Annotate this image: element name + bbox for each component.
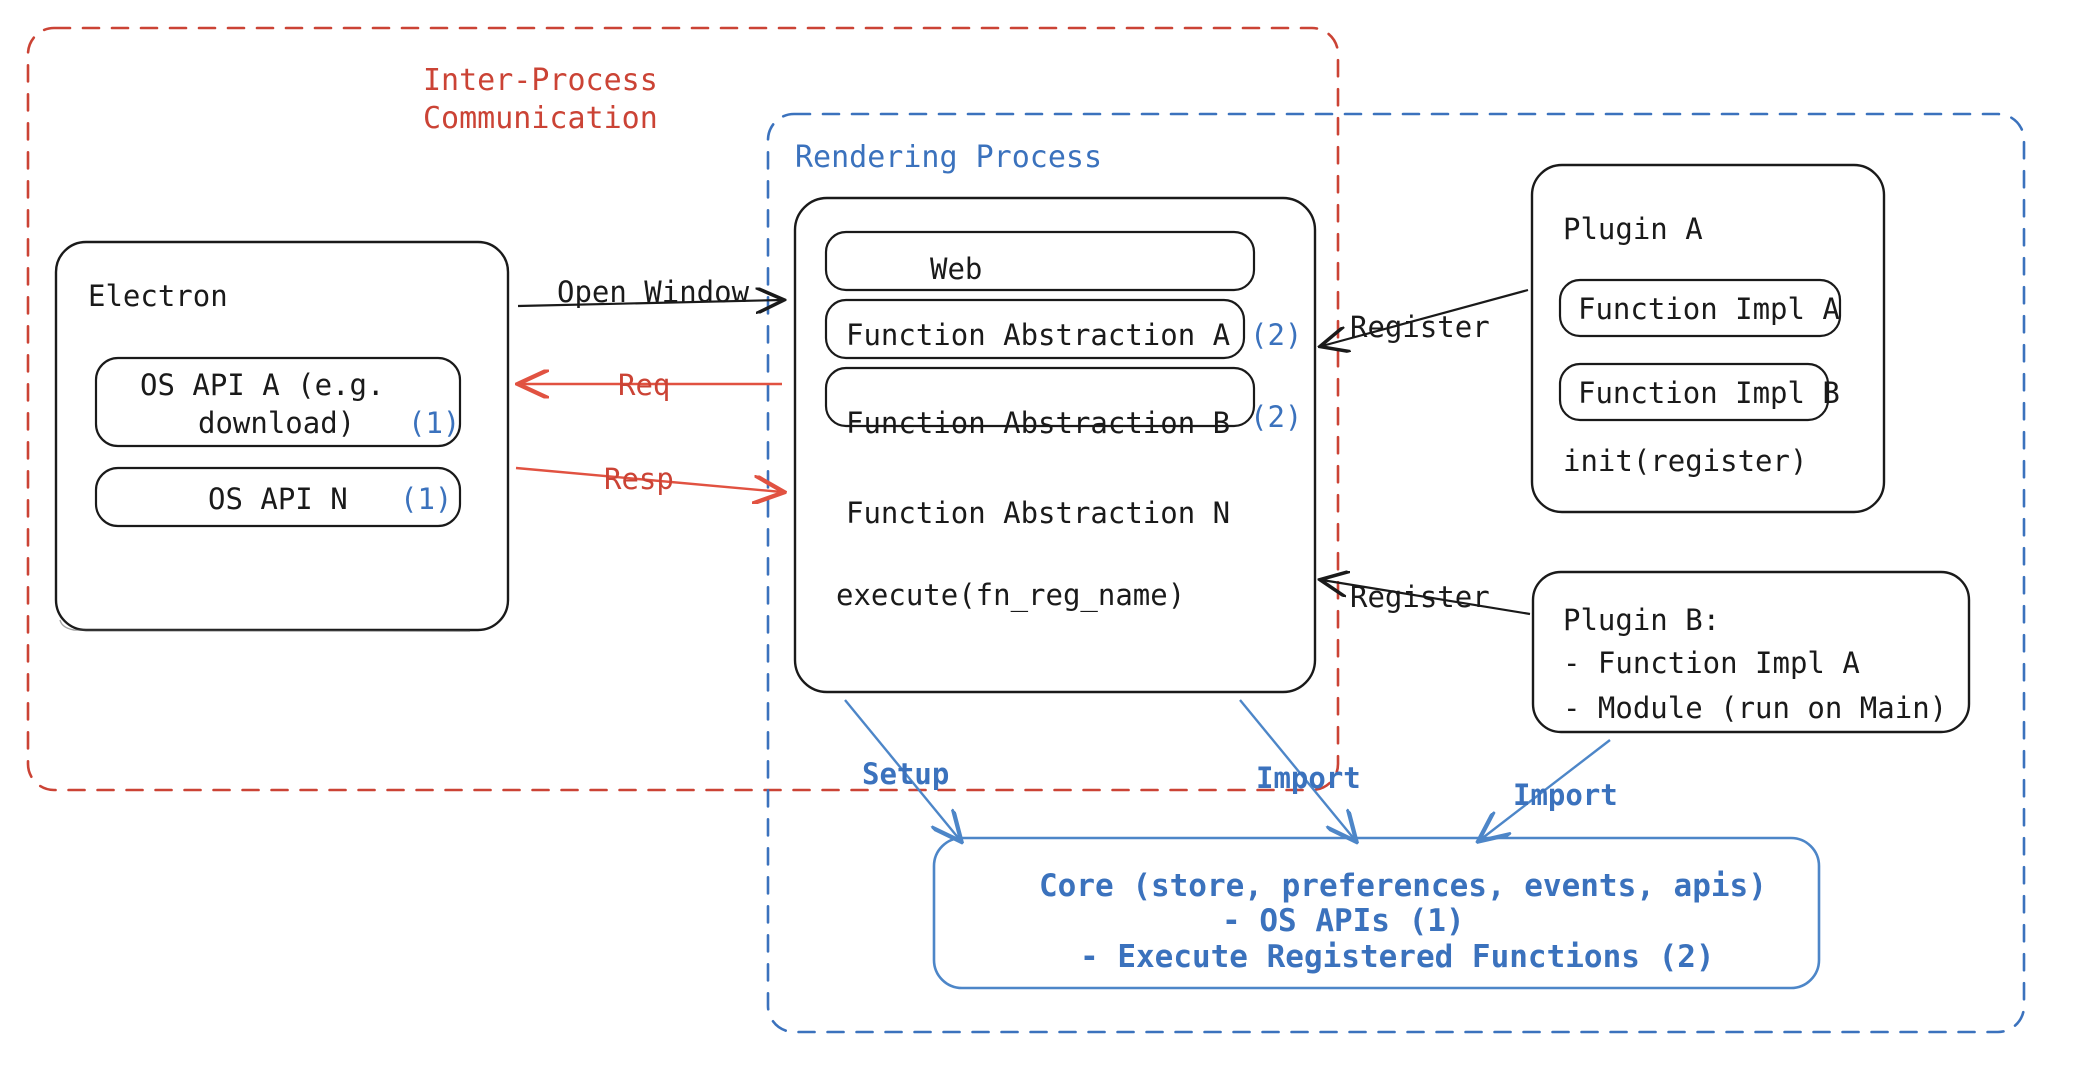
function-impl-b-label: Function Impl B xyxy=(1578,376,1840,410)
os-api-a-label-line2: download) xyxy=(198,406,356,440)
plugin-b-item-function-impl-a: - Function Impl A xyxy=(1563,646,1860,680)
function-abstraction-b-marker: (2) xyxy=(1250,400,1303,434)
core-line-1: Core (store, preferences, events, apis) xyxy=(1039,868,1767,904)
ipc-container-label-line1: Inter-Process xyxy=(423,63,658,98)
core-line-2: - OS APIs (1) xyxy=(1222,903,1465,939)
plugin-a-init-footer: init(register) xyxy=(1563,444,1808,478)
register-plugin-a-edge-label: Register xyxy=(1350,310,1490,344)
web-execute-footer: execute(fn_reg_name) xyxy=(836,578,1186,612)
function-impl-a-label: Function Impl A xyxy=(1578,292,1840,326)
web-box-title: Web xyxy=(930,252,983,286)
function-abstraction-a-box-outline xyxy=(824,230,1256,292)
function-abstraction-b-label: Function Abstraction B xyxy=(846,406,1231,440)
rendering-process-label: Rendering Process xyxy=(795,140,1103,175)
plugin-a-box-title: Plugin A xyxy=(1563,212,1703,246)
function-abstraction-a-label: Function Abstraction A xyxy=(846,318,1231,352)
os-api-a-label-line1: OS API A (e.g. xyxy=(140,368,385,402)
setup-edge-label: Setup xyxy=(862,757,950,791)
web-box-outline xyxy=(793,196,1317,694)
os-api-n-marker: (1) xyxy=(400,482,453,516)
req-edge-label: Req xyxy=(618,368,671,402)
open-window-edge-label: Open Window xyxy=(557,275,750,309)
function-abstraction-a-marker: (2) xyxy=(1250,318,1303,352)
plugin-b-item-module: - Module (run on Main) xyxy=(1563,691,1948,725)
import-web-edge-label: Import xyxy=(1256,761,1361,795)
import-plugin-b-edge-label: Import xyxy=(1513,778,1618,812)
os-api-n-label: OS API N xyxy=(208,482,348,516)
os-api-a-marker: (1) xyxy=(408,406,461,440)
function-abstraction-n-label: Function Abstraction N xyxy=(846,496,1231,530)
electron-box-title: Electron xyxy=(88,279,228,313)
resp-edge-label: Resp xyxy=(604,462,674,496)
core-line-3: - Execute Registered Functions (2) xyxy=(1080,939,1715,975)
register-plugin-b-edge-label: Register xyxy=(1350,580,1490,614)
ipc-container-label-line2: Communication xyxy=(423,101,658,136)
plugin-b-title: Plugin B: xyxy=(1563,603,1721,637)
